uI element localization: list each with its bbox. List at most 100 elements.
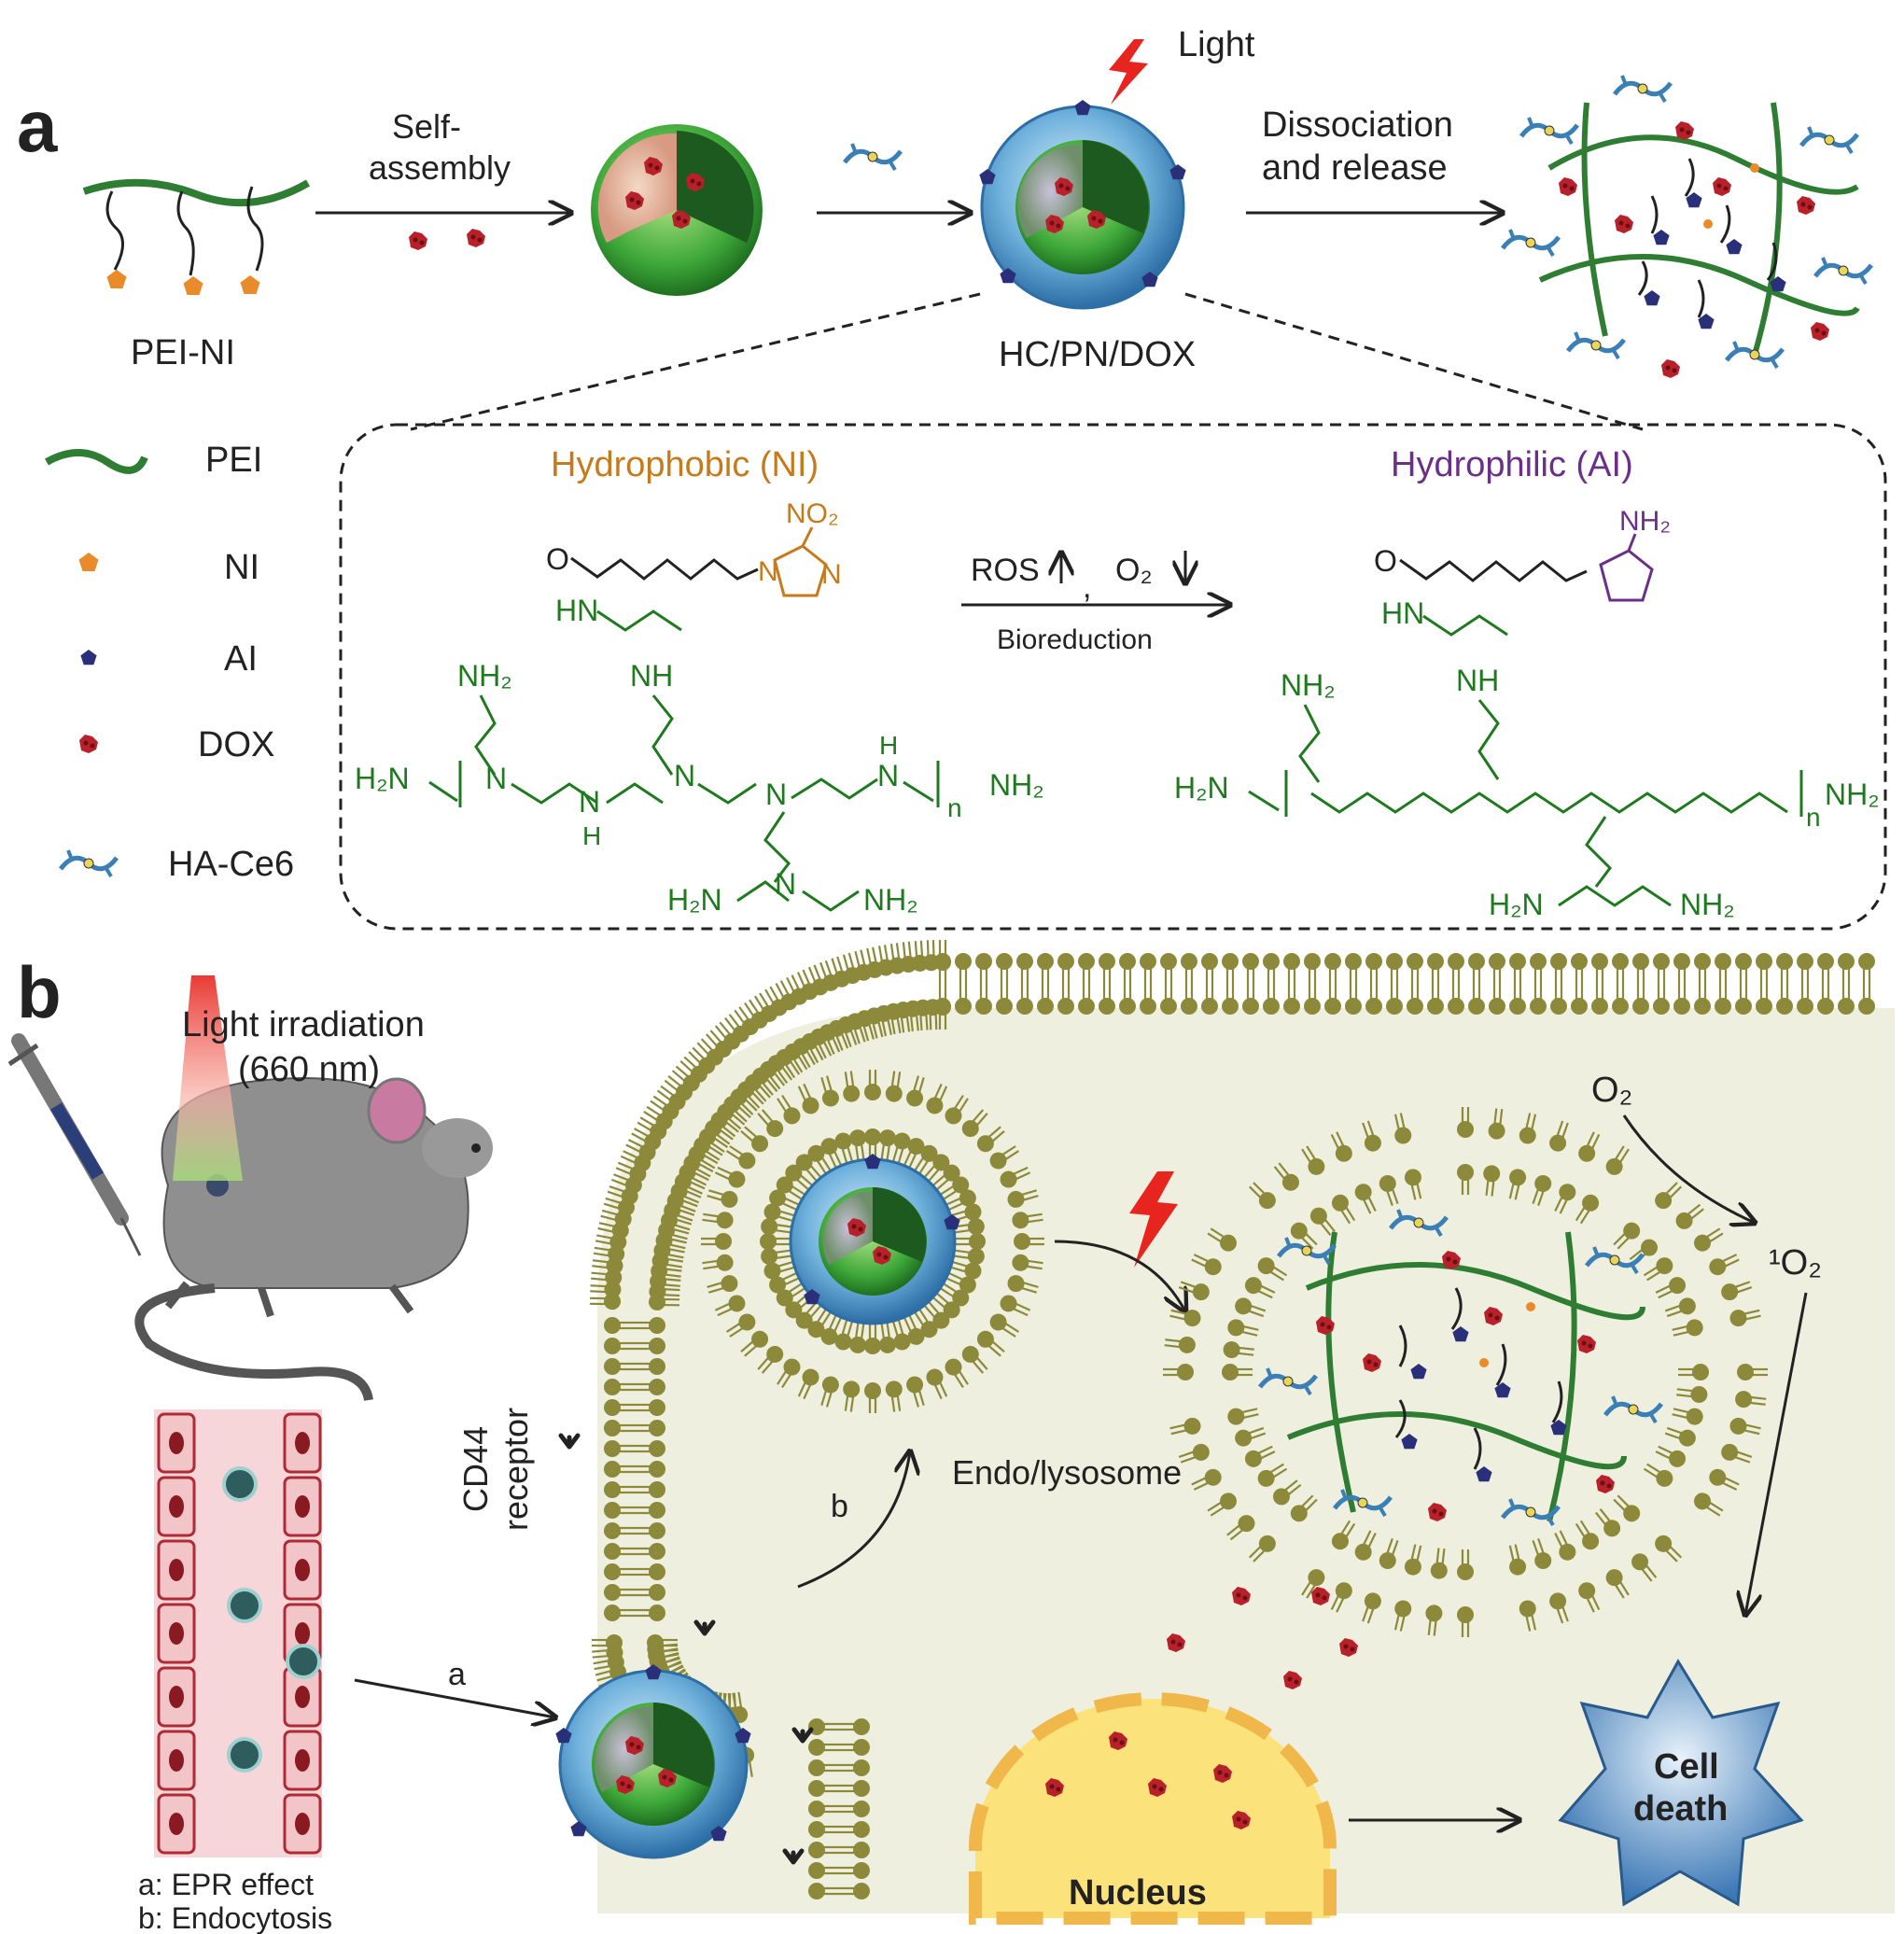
lipid-icon [1405, 951, 1425, 986]
mouse-icon [134, 1077, 493, 1402]
lipid-icon [1158, 951, 1179, 986]
chem-right-nh2-bottom: NH₂ [1680, 888, 1735, 921]
chem-left-nh2-bottom: NH₂ [863, 883, 918, 917]
nucleus-label: Nucleus [1069, 1873, 1207, 1913]
lipid-icon [1199, 982, 1220, 1016]
lipid-icon [953, 982, 973, 1016]
path-b-label: b [831, 1489, 848, 1524]
cell-nucleus-dot-icon [295, 1686, 310, 1708]
hc-pn-dox-label: HC/PN/DOX [999, 335, 1196, 374]
lipid-icon [1138, 951, 1158, 986]
o2-label: O₂ [1591, 1071, 1632, 1110]
cell-nucleus-dot-icon [169, 1749, 184, 1772]
lipid-icon [1589, 982, 1610, 1016]
hydrophobic-structure: O N N NO₂ HN NH NH₂ H₂N N N H N N N H n … [355, 498, 1044, 917]
blood-vessel-icon [154, 1409, 322, 1857]
cell-nucleus-dot-icon [295, 1749, 310, 1772]
lipid-icon [1774, 951, 1795, 986]
lipid-icon [1795, 951, 1815, 986]
chem-right-h2n-bottom: H₂N [1489, 888, 1544, 921]
lipid-icon [1466, 951, 1487, 986]
red-dox-icon [79, 735, 98, 753]
lipid-icon [1487, 982, 1507, 1016]
lipid-icon [1302, 951, 1323, 986]
hydrophobic-title: Hydrophobic (NI) [551, 445, 819, 484]
circulating-nanoparticle-icon [227, 1737, 262, 1773]
green-micelle-icon [591, 124, 763, 296]
lipid-icon [1815, 982, 1836, 1016]
lipid-icon [1015, 982, 1035, 1016]
chem-left-n2: N [674, 759, 695, 792]
bioreduction-label: Bioreduction [997, 624, 1153, 655]
legend-dox: DOX [198, 725, 274, 764]
lipid-icon [1425, 982, 1446, 1016]
dissociation-line2: and release [1262, 148, 1448, 188]
chem-left-no2: NO₂ [786, 498, 839, 529]
lipid-icon [1343, 951, 1364, 986]
lipid-icon [973, 982, 994, 1016]
path-a-label: a [448, 1657, 466, 1692]
o2-conversion-arrow [1622, 1114, 1755, 1223]
chem-left-h2n: H₂N [355, 762, 410, 795]
pei-chain-icon [45, 449, 148, 474]
lipid-icon [1179, 951, 1199, 986]
cd44-line2: receptor [497, 1408, 535, 1531]
lipid-icon [1281, 951, 1302, 986]
zoom-box [339, 423, 1887, 931]
nanoparticle-in-endosome-icon [789, 1154, 960, 1325]
circulating-nanoparticle-icon [286, 1644, 321, 1679]
release-arrow-b [1054, 1240, 1185, 1311]
chem-left-nh: NH [630, 659, 673, 693]
lipid-icon [1466, 982, 1487, 1016]
cell-nucleus-dot-icon [169, 1813, 184, 1835]
lipid-icon [1507, 951, 1528, 986]
panel-a-letter: a [17, 85, 58, 167]
panel-b-letter: b [17, 951, 62, 1033]
lipid-icon [1507, 982, 1528, 1016]
lipid-icon [973, 951, 994, 986]
circulating-nanoparticle-icon [222, 1466, 258, 1502]
hc-pn-dox-nanoparticle-icon [979, 100, 1186, 310]
lipid-icon [1774, 982, 1795, 1016]
lipid-icon [1856, 982, 1877, 1016]
chem-left-h-under: H [582, 821, 601, 850]
cell-nucleus-dot-icon [169, 1495, 184, 1518]
lipid-icon [1836, 951, 1856, 986]
lipid-icon [1672, 951, 1692, 986]
hydrophilic-structure: O NH₂ HN NH NH₂ H₂N n NH₂ H₂N NH₂ [1174, 506, 1880, 921]
self-assembly-line2: assembly [369, 148, 511, 187]
chem-right-hn: HN [1381, 596, 1424, 630]
lipid-icon [1384, 951, 1405, 986]
lipid-icon [1528, 951, 1548, 986]
lipid-icon [1631, 982, 1651, 1016]
legend-pei: PEI [205, 441, 262, 480]
lipid-icon [1117, 982, 1138, 1016]
self-assembly-line1: Self- [392, 107, 461, 146]
lipid-icon [1343, 982, 1364, 1016]
o2-reaction-label: O₂ [1115, 553, 1153, 588]
lipid-icon [1323, 951, 1343, 986]
dissociation-line1: Dissociation [1262, 105, 1453, 145]
lipid-icon [1672, 982, 1692, 1016]
pei-ni-label: PEI-NI [131, 333, 235, 372]
chem-left-nh2-right: NH₂ [989, 768, 1044, 802]
lipid-icon [1631, 951, 1651, 986]
lipid-icon [1610, 982, 1631, 1016]
lipid-icon [1138, 982, 1158, 1016]
lipid-icon [1754, 982, 1774, 1016]
lipid-icon [1117, 951, 1138, 986]
lipid-icon [1405, 982, 1425, 1016]
lipid-icon [1446, 982, 1466, 1016]
nucleus-icon [969, 1692, 1337, 1925]
zoom-line-left [410, 292, 981, 431]
lipid-icon [1754, 951, 1774, 986]
zoom-line-right [1184, 292, 1644, 431]
lipid-icon [1733, 982, 1754, 1016]
lipid-icon [1548, 951, 1569, 986]
cell-nucleus-dot-icon [169, 1432, 184, 1454]
lipid-icon [1610, 951, 1631, 986]
chem-left-h-top: H [879, 731, 898, 760]
lipid-icon [1261, 951, 1281, 986]
lipid-icon [1651, 951, 1672, 986]
